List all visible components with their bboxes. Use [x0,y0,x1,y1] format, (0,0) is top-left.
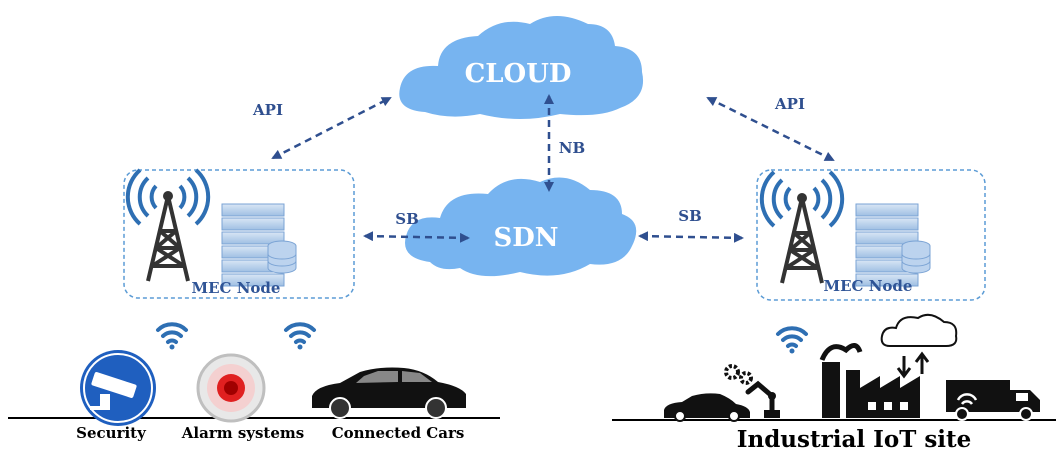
alarm-label: Alarm systems [181,424,304,442]
cars-label: Connected Cars [332,424,465,442]
sdn-cloud: SDN [405,177,637,277]
sb-right-arrow [638,231,744,243]
api-left-label: API [252,101,283,119]
mec-node-left: MEC Node [123,168,355,299]
sb-left-label: SB [395,210,419,228]
api-left-arrow [271,96,392,160]
sb-left-arrow [363,231,470,243]
api-right-arrow [706,96,835,162]
api-right-label: API [774,95,805,113]
industrial-site-label: Industrial IoT site [737,426,972,453]
antenna-tower-icon [759,170,845,285]
truck-icon [946,380,1040,421]
assembly-car-icon [664,393,750,422]
cloud-top: CLOUD [399,16,644,119]
database-icon [901,240,931,274]
wifi-icon [156,322,188,352]
alarm-icon [196,353,266,423]
car-icon [312,367,466,419]
security-camera-icon [80,350,156,426]
mec-node-left-label: MEC Node [192,279,281,297]
mec-node-right-label: MEC Node [824,277,913,295]
robot-arm-icon [745,380,780,418]
sdn-label: SDN [493,223,558,253]
gears-icon [724,364,753,385]
wifi-icon [284,322,316,352]
factory-icon [819,343,920,418]
cloud-label: CLOUD [465,59,572,89]
sb-right-label: SB [678,207,702,225]
nb-label: NB [559,139,585,157]
mec-node-right: MEC Node [756,169,986,301]
cloud-sync-icon [880,313,958,379]
wifi-icon [776,326,808,356]
database-icon [267,240,297,274]
security-label: Security [76,424,147,442]
antenna-tower-icon [125,168,211,283]
